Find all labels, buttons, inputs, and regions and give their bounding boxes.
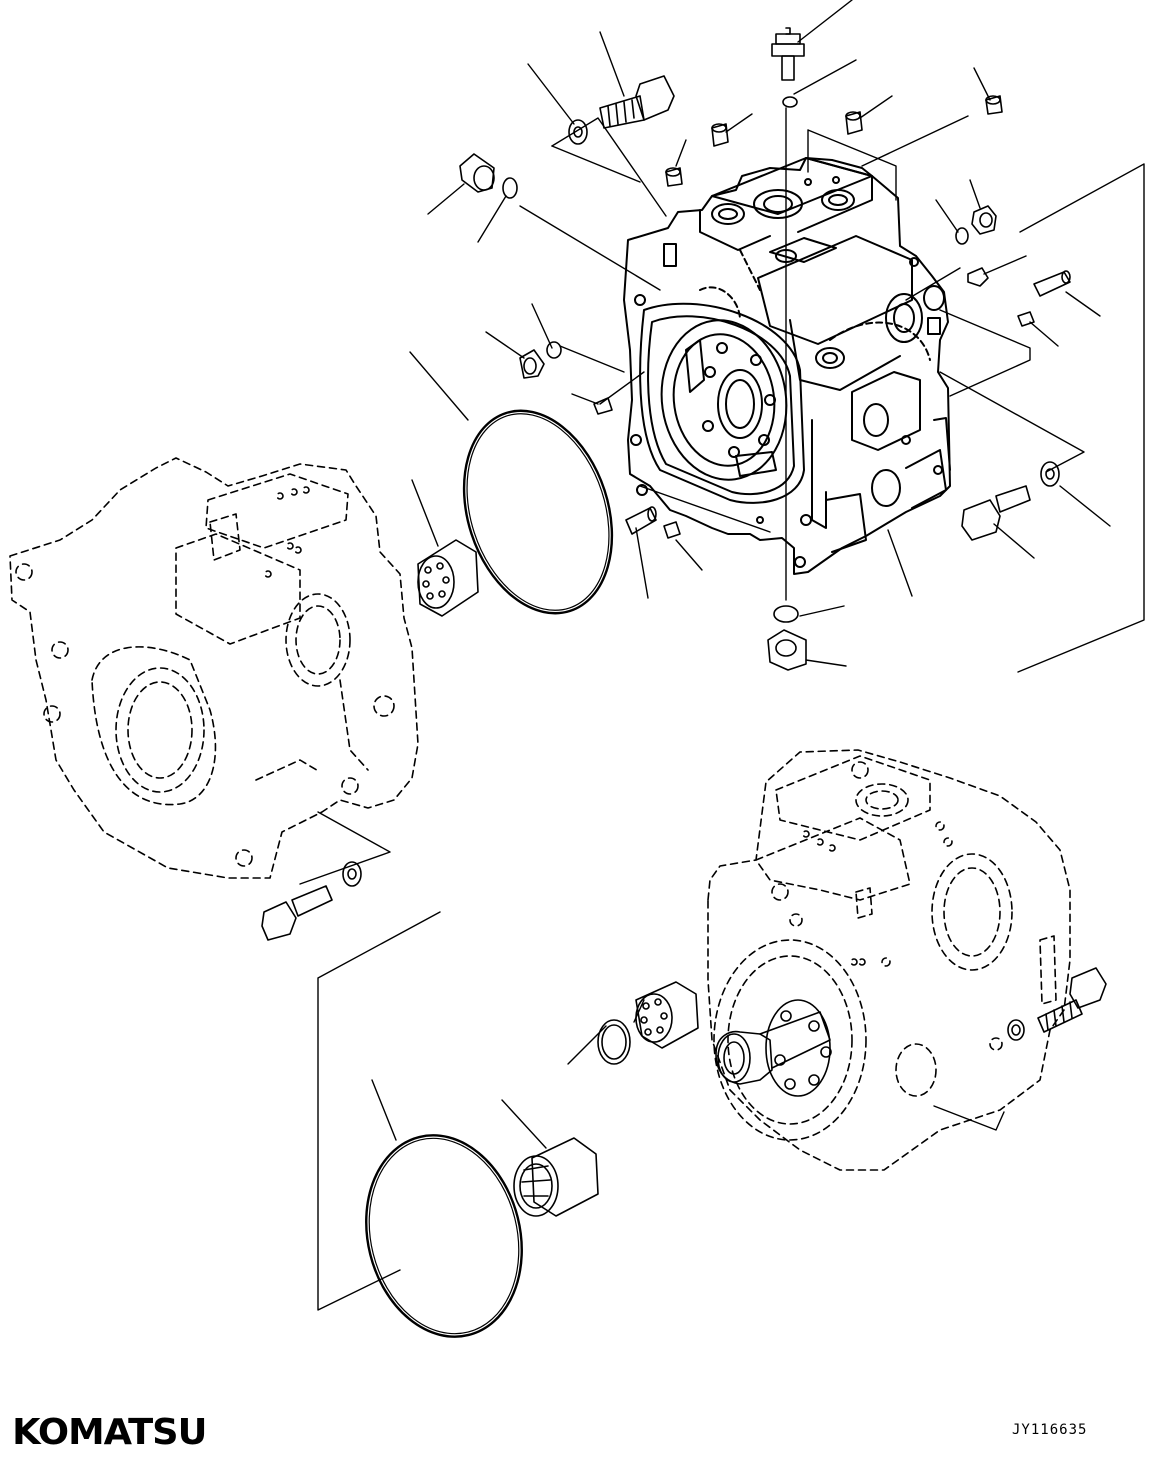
drive-shaft-assembly [715, 999, 832, 1097]
snap-ring [597, 1019, 631, 1065]
needle-bearing [513, 1137, 599, 1217]
o-ring-large-upper [462, 409, 614, 615]
cylinder-block-lower [635, 981, 699, 1049]
komatsu-logo: KOMATSU [12, 1412, 207, 1453]
left-mounting-bolt [261, 861, 362, 941]
pump-case-left-ghost [9, 457, 419, 879]
leader-lines [299, 0, 1145, 1311]
lower-mounting-bolt [1007, 967, 1107, 1041]
pump-case-lower [707, 749, 1071, 1171]
figure-code: JY116635 [1012, 1422, 1088, 1438]
cylinder-block-upper [417, 539, 479, 617]
upper-fasteners [459, 27, 1071, 671]
pump-case-upper [623, 157, 951, 575]
o-ring-large-lower [365, 1134, 523, 1338]
